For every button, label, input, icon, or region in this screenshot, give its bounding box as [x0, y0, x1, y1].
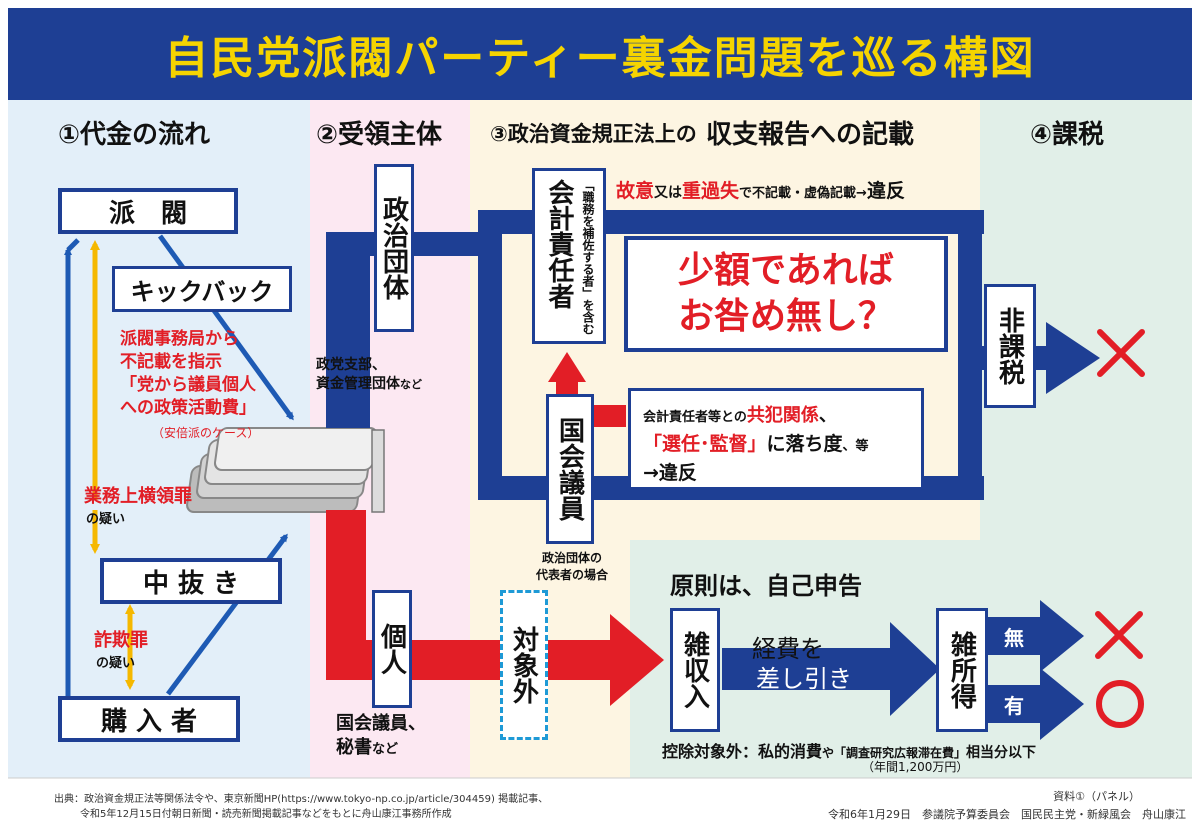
deduction-arrow [722, 622, 940, 716]
diet-member-box: 国会議員 [546, 394, 594, 544]
complicity-pre: 会計責任者等との [643, 410, 747, 425]
fraud-suffix: の疑い [96, 656, 136, 671]
negligence-highlight: 「選任･監督」 [643, 433, 767, 455]
non-taxable-box: 非課税 [984, 284, 1036, 408]
source-line-1: 出典：政治資金規正法等関係法令や、東京新聞HP(https://www.toky… [54, 794, 549, 805]
section-3-header-prefix: ③政治資金規正法上の [490, 122, 697, 146]
accountant-label: 会計責任者 [544, 179, 574, 309]
exclusion-mid: や「調査研究広報滞在費」 [822, 746, 967, 760]
complicity-highlight: 共犯関係 [746, 405, 819, 426]
fraud-label: 詐欺罪 [94, 630, 148, 651]
misc-income-label: 雑所得 [946, 631, 977, 709]
violation-or: 又は [654, 185, 683, 201]
ind-note-suffix: など [372, 742, 399, 757]
kickback-box: キックバック [112, 266, 292, 312]
buyer-box: 購 入 者 [58, 696, 240, 742]
pg-note-line-2: 資金管理団体 [316, 376, 400, 392]
non-taxable-label: 非課税 [994, 307, 1025, 385]
source-line-2: 令和5年12月15日付朝日新聞・読売新聞掲載記事などをもとに舟山康江事務所作成 [80, 809, 452, 820]
self-report-principle: 原則は、自己申告 [670, 572, 862, 600]
dm-note-line-1: 政治団体の [541, 551, 602, 565]
individual-box: 個人 [372, 590, 412, 708]
violation-statement: 故意又は重過失で不記載・虚偽記載→違反 [616, 176, 905, 203]
section-1-header: ①代金の流れ [58, 120, 211, 150]
exclusion-amount-note: （年間1,200万円） [862, 760, 969, 774]
political-group-label: 政治団体 [378, 196, 409, 300]
none-label: 無 [1004, 626, 1024, 650]
political-group-box: 政治団体 [374, 164, 414, 332]
misc-income-in-box: 雑収入 [670, 608, 720, 732]
exclusion-note: 控除対象外：私的消費や「調査研究広報滞在費」相当分以下 [662, 738, 1036, 762]
pg-note-suffix: など [400, 378, 422, 391]
diet-member-label: 国会議員 [554, 417, 585, 521]
small-amount-box: 少額であれば お咎め無し？ [624, 236, 948, 352]
instruction-line-3: 「党から議員個人 [120, 375, 256, 395]
violation-rest: で不記載・虚偽記載→ [739, 186, 867, 201]
section-3-header: 収支報告への記載 [706, 120, 915, 150]
negligence-suffix: 、等 [842, 439, 869, 454]
complicity-end: 、 [818, 405, 837, 426]
material-label: 資料①（パネル） [1053, 790, 1140, 803]
buyer-to-habatsu-arrow [64, 238, 80, 698]
misc-income-box: 雑所得 [936, 608, 988, 732]
none-arrow [988, 600, 1084, 672]
political-group-note: 政党支部、 資金管理団体など [316, 356, 422, 394]
misc-income-in-label: 雑収入 [679, 631, 710, 709]
violation-intent: 故意 [616, 180, 655, 202]
title-band [8, 8, 1192, 100]
complicity-box: 会計責任者等との共犯関係、 「選任･監督」に落ち度、等 →違反 [628, 388, 924, 490]
accountant-note: 「職務を補佐する者」を含む [581, 179, 595, 335]
exists-label: 有 [1004, 694, 1024, 718]
exempt-box: 対象外 [500, 590, 548, 740]
instruction-note: 派閥事務局から 不記載を指示 「党から議員個人 への政策活動費」 [120, 328, 256, 420]
embezzle-label: 業務上横領罪 [84, 486, 192, 507]
page-title: 自民党派閥パーティー裏金問題を巡る構図 [164, 33, 1036, 84]
deduction-line-2: 差し引き [756, 665, 852, 693]
instruction-line-4: への政策活動費」 [120, 398, 256, 418]
embezzle-suffix: の疑い [86, 512, 126, 527]
diet-member-note: 政治団体の 代表者の場合 [532, 550, 612, 584]
instruction-case-note: （安倍派のケース） [152, 426, 260, 440]
ind-note-line-1: 国会議員、 [336, 713, 426, 734]
individual-label: 個人 [376, 623, 407, 675]
negligence-rest: に落ち度 [766, 433, 843, 455]
individual-note: 国会議員、 秘書など [336, 712, 426, 762]
meeting-info: 令和6年1月29日 参議院予算委員会 国民民主党・新緑風会 舟山康江 [828, 808, 1186, 821]
instruction-line-2: 不記載を指示 [120, 352, 222, 372]
exempt-label: 対象外 [508, 626, 539, 704]
pg-note-line-1: 政党支部、 [316, 357, 386, 373]
nakanuki-box: 中 抜 き [100, 558, 282, 604]
violation-end: 違反 [866, 180, 905, 202]
section-4-header: ④課税 [1030, 120, 1105, 150]
section-2-header: ②受領主体 [316, 120, 443, 150]
negligence-violation: →違反 [643, 462, 697, 484]
exists-circle-mark [1096, 680, 1144, 728]
dm-note-line-2: 代表者の場合 [535, 568, 608, 582]
non-taxable-x-mark [1097, 329, 1145, 377]
exists-arrow [988, 668, 1084, 740]
ind-note-line-2: 秘書 [336, 737, 372, 758]
accountant-box: 「職務を補佐する者」を含む 会計責任者 [532, 168, 606, 344]
instruction-line-1: 派閥事務局から [120, 329, 239, 349]
small-amount-line-1: 少額であれば [678, 250, 894, 291]
deduction-label: 経費を 差し引き [752, 634, 852, 694]
habatsu-box: 派 閥 [58, 188, 238, 234]
small-amount-line-2: お咎め無し？ [677, 296, 894, 337]
exclusion-pre: 控除対象外：私的消費 [662, 742, 823, 761]
violation-negligence: 重過失 [682, 180, 740, 202]
source-note: 出典：政治資金規正法等関係法令や、東京新聞HP(https://www.toky… [54, 792, 548, 822]
deduction-line-1: 経費を [752, 635, 824, 663]
none-x-mark [1095, 611, 1143, 659]
money-bundle-icon [186, 427, 385, 513]
exclusion-end: 相当分以下 [966, 745, 1037, 761]
